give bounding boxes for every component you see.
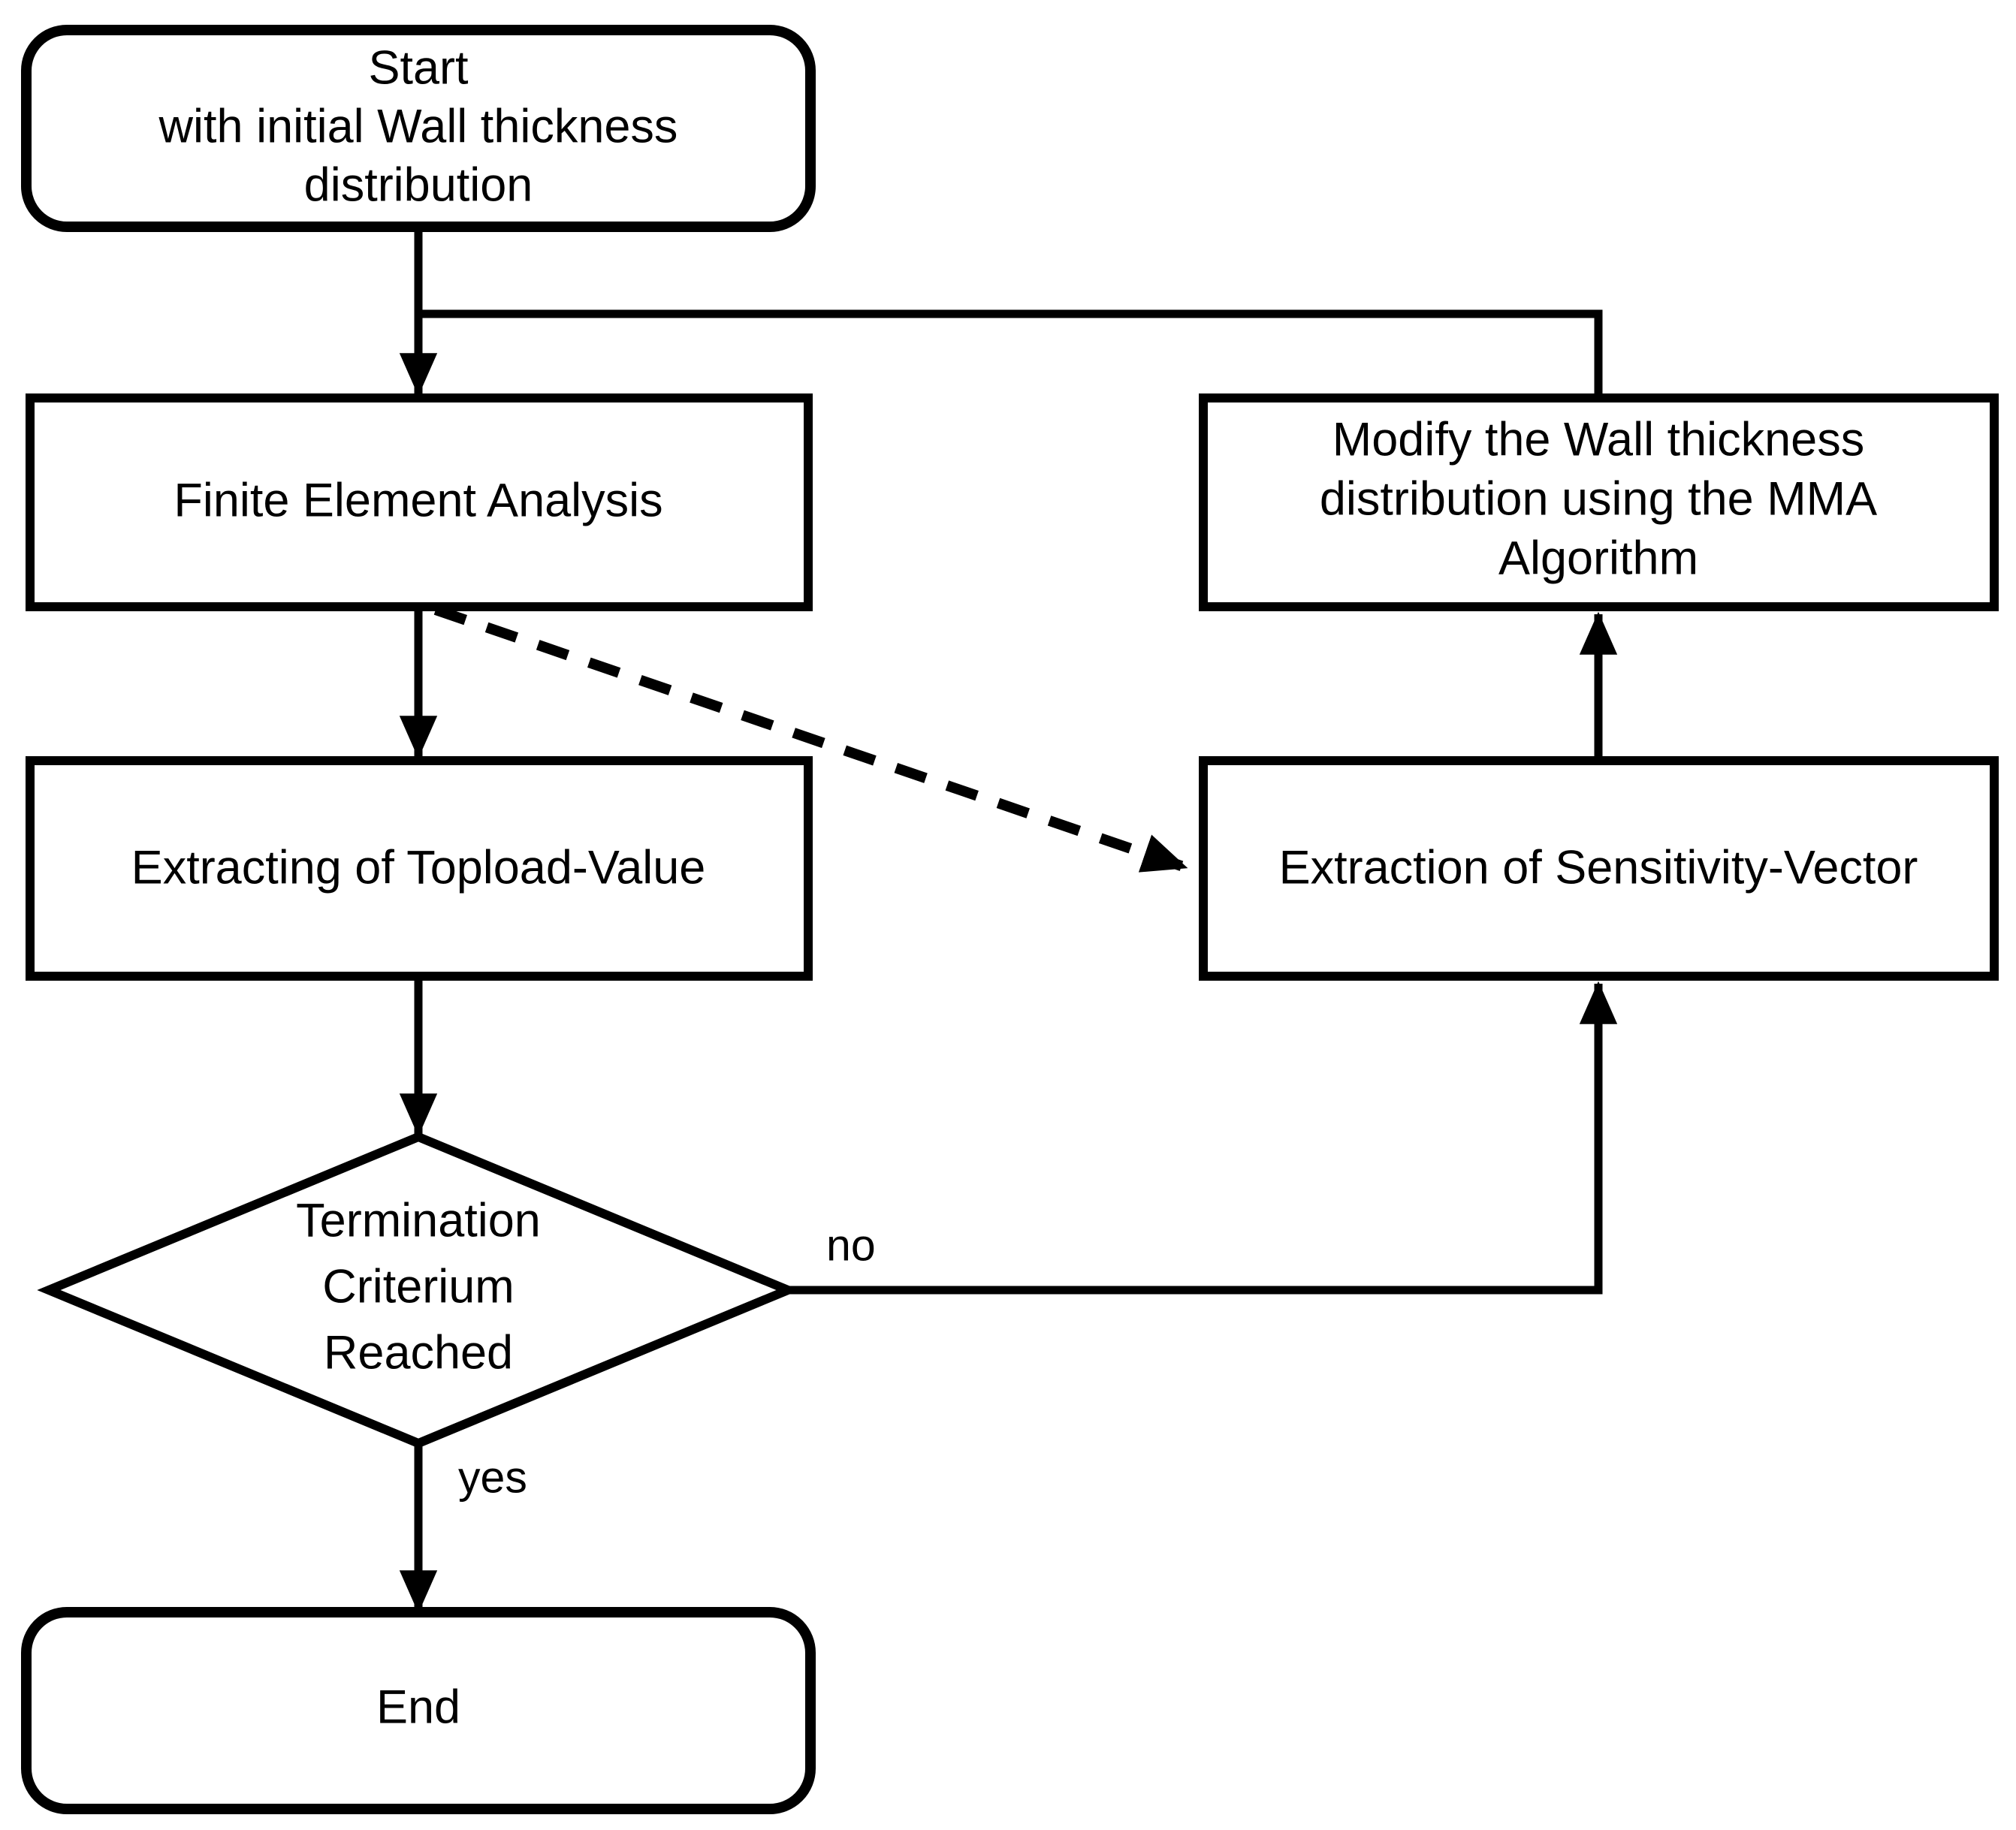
edge-mma-to-fea-feedback (418, 309, 1603, 393)
decision-label-line3: Reached (324, 1327, 513, 1379)
end-label: End (376, 1681, 460, 1734)
decision-shape (37, 1132, 800, 1449)
start-label-line3: distribution (304, 159, 533, 212)
node-termination-criterium-decision[interactable]: Termination Criterium Reached (37, 1132, 800, 1449)
edge-decision-no-to-sensitivity (788, 981, 1618, 1295)
mma-shape (1199, 393, 1999, 611)
sensitivity-label: Extraction of Sensitivity-Vector (1279, 842, 1918, 894)
edge-label-no: no (826, 1221, 876, 1271)
sensitivity-shape (1199, 756, 1999, 981)
start-label-line2: with initial Wall thickness (158, 101, 678, 153)
node-end[interactable]: End (21, 1607, 816, 1814)
start-label-line1: Start (368, 42, 469, 95)
node-extraction-sensitivity-vector[interactable]: Extraction of Sensitivity-Vector (1199, 756, 1999, 981)
decision-label-line2: Criterium (322, 1261, 515, 1313)
edge-fea-to-sensitivity-dashed (433, 604, 1188, 873)
fea-shape (26, 393, 813, 611)
start-shape (21, 25, 816, 232)
node-modify-wall-thickness-mma[interactable]: Modify the Wall thickness distribution u… (1199, 393, 1999, 611)
mma-label-line1: Modify the Wall thickness (1332, 414, 1864, 466)
fea-label: Finite Element Analysis (174, 475, 662, 527)
mma-label-line2: distribution using the MMA (1320, 473, 1877, 526)
decision-label-line1: Termination (296, 1195, 541, 1247)
node-start[interactable]: Start with initial Wall thickness distri… (21, 25, 816, 232)
topload-label: Extracting of Topload-Value (131, 842, 706, 894)
edge-label-yes: yes (458, 1453, 527, 1503)
end-shape (21, 1607, 816, 1814)
node-finite-element-analysis[interactable]: Finite Element Analysis (26, 393, 813, 611)
topload-shape (26, 756, 813, 981)
node-extracting-topload-value[interactable]: Extracting of Topload-Value (26, 756, 813, 981)
mma-label-line3: Algorithm (1498, 532, 1698, 585)
